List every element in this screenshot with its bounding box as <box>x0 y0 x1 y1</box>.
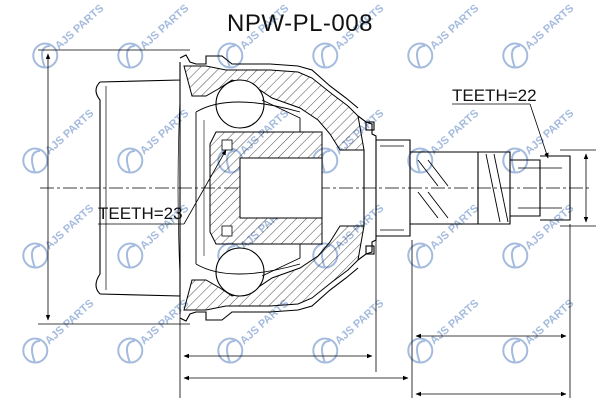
outer-teeth-label: TEETH=22 <box>452 86 537 105</box>
ball-bottom <box>215 247 265 297</box>
part-number-title: NPW-PL-008 <box>227 10 373 37</box>
dimension-diameter <box>38 49 190 325</box>
inner-race-rib-top <box>221 139 233 151</box>
inner-teeth-label: TEETH=23 <box>98 204 183 223</box>
stub-shaft <box>376 139 571 237</box>
inner-bore <box>239 157 323 219</box>
outer-teeth-leader-diag <box>529 103 549 159</box>
ball-top <box>215 79 265 129</box>
housing-neck <box>357 115 377 261</box>
housing-section-top <box>183 65 365 151</box>
housing-section-bottom <box>183 225 365 311</box>
dimension-shaft-diameter <box>560 149 596 227</box>
dimension-lengths <box>179 224 571 398</box>
inner-race-rib-bottom <box>221 225 233 237</box>
spline-teeth <box>417 153 509 223</box>
inner-teeth-leader-diag <box>183 149 227 225</box>
